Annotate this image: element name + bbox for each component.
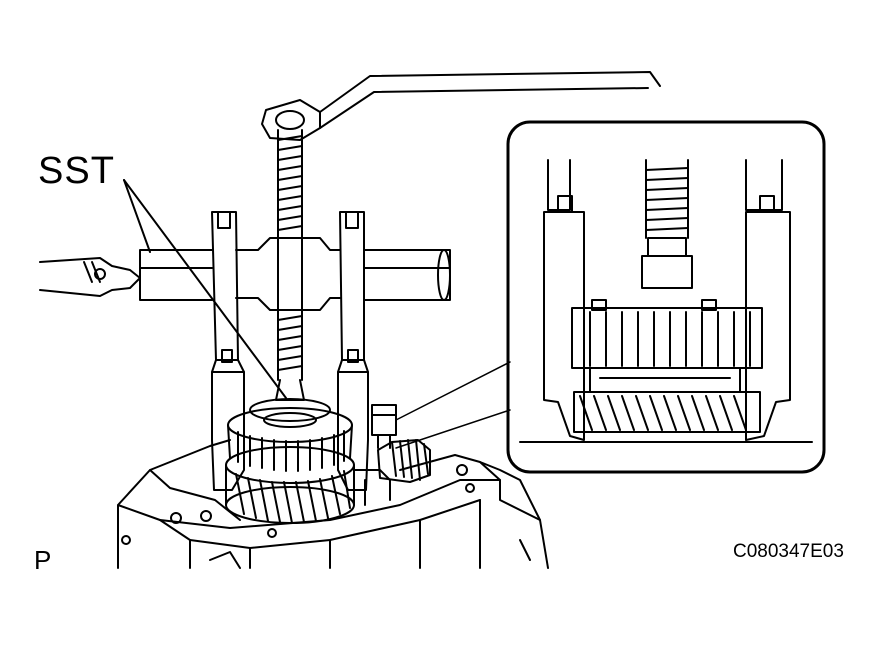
synchronizer-hub — [227, 398, 353, 472]
puller-jaws — [211, 211, 369, 491]
sst-label: SST — [38, 150, 115, 192]
box-wrench — [261, 71, 661, 141]
view-marker-label: P — [34, 545, 52, 575]
puller-screw — [275, 129, 305, 401]
detail-inset — [506, 120, 826, 474]
idler-gear — [377, 439, 431, 483]
sst-leader-lines — [123, 179, 287, 399]
figure-code-label: C080347E03 — [733, 541, 844, 562]
puller-handle — [39, 257, 141, 297]
puller-crossbar — [139, 237, 451, 311]
inset-connector-lines — [395, 361, 511, 449]
transmission-case — [117, 439, 549, 569]
helical-gear — [225, 446, 355, 524]
